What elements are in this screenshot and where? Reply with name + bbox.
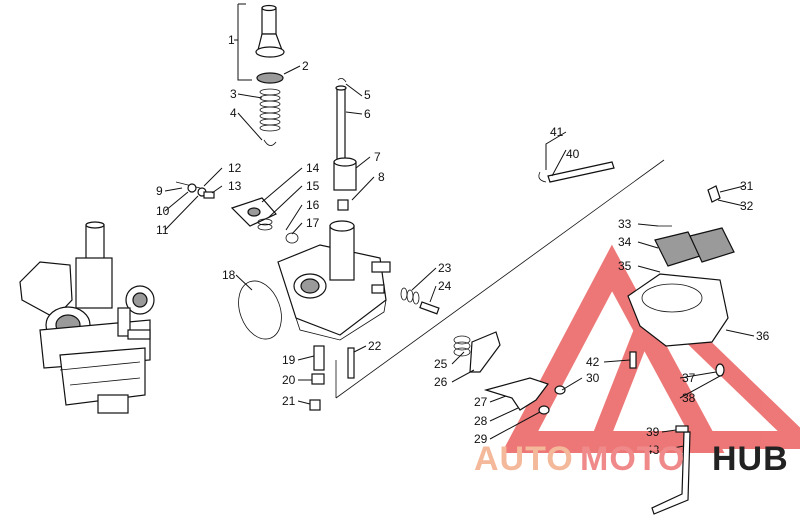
jet-needle	[335, 78, 347, 169]
callout-6: 6	[364, 107, 371, 121]
callout-11: 11	[156, 223, 169, 237]
callout-33: 33	[618, 217, 632, 231]
callout-30: 30	[586, 371, 600, 385]
callout-21: 21	[282, 394, 296, 408]
callout-41: 41	[550, 125, 564, 139]
callout-24: 24	[438, 279, 452, 293]
watermark-auto: AUTO	[474, 440, 574, 478]
callout-32: 32	[740, 199, 754, 213]
float-bowl	[627, 185, 735, 377]
watermark-hub: HUB	[712, 440, 789, 478]
callout-25: 25	[434, 357, 448, 371]
callout-15: 15	[306, 179, 320, 193]
callout-14: 14	[306, 161, 320, 175]
callout-36: 36	[756, 329, 770, 343]
callout-22: 22	[368, 339, 382, 353]
callout-40: 40	[566, 147, 580, 161]
callout-3: 3	[230, 87, 237, 101]
callout-20: 20	[282, 373, 296, 387]
callout-16: 16	[306, 198, 320, 212]
callout-38: 38	[682, 391, 696, 405]
idle-screw-set	[175, 181, 215, 199]
throttle-cap-stack	[255, 4, 285, 146]
carburetor-body	[277, 220, 391, 341]
callout-19: 19	[282, 353, 296, 367]
vent-hose	[538, 161, 615, 183]
callout-31: 31	[740, 179, 754, 193]
callout-labels: 1234567891011121314151617181920212223242…	[156, 33, 770, 457]
callout-18: 18	[222, 268, 236, 282]
gasket-set	[230, 197, 299, 244]
callout-10: 10	[156, 204, 170, 218]
leader-lines	[164, 3, 755, 451]
callout-28: 28	[474, 414, 488, 428]
watermark-moto: MOTO	[580, 440, 685, 478]
o-ring	[238, 280, 282, 340]
throttle-slide	[333, 157, 357, 211]
callout-35: 35	[618, 259, 632, 273]
callout-42: 42	[586, 355, 600, 369]
callout-43: 43	[646, 443, 660, 457]
callout-26: 26	[434, 375, 448, 389]
callout-29: 29	[474, 432, 488, 446]
callout-23: 23	[438, 261, 452, 275]
screw	[629, 351, 637, 369]
callout-37: 37	[682, 371, 696, 385]
callout-13: 13	[228, 179, 242, 193]
callout-8: 8	[378, 170, 385, 184]
watermark-triangle-logo	[501, 244, 800, 453]
callout-4: 4	[230, 106, 237, 120]
callout-34: 34	[618, 235, 632, 249]
callout-5: 5	[364, 88, 371, 102]
callout-39: 39	[646, 425, 660, 439]
jet-set	[309, 287, 440, 411]
callout-1: 1	[228, 33, 235, 47]
callout-27: 27	[474, 395, 488, 409]
carburetor-assembly	[19, 221, 155, 414]
callout-17: 17	[306, 216, 320, 230]
watermark-text: AUTO MOTO HUB	[474, 440, 789, 478]
choke-linkage	[453, 331, 566, 415]
callout-2: 2	[302, 59, 309, 73]
callout-7: 7	[374, 150, 381, 164]
callout-12: 12	[228, 161, 242, 175]
guide-lines	[335, 159, 665, 399]
callout-9: 9	[156, 184, 163, 198]
drain-hose	[651, 425, 691, 515]
